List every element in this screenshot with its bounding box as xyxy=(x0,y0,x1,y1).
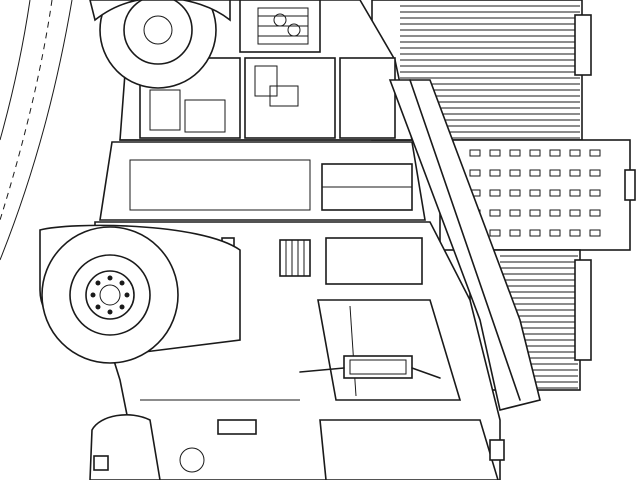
building-window xyxy=(489,229,501,237)
rear-wheel xyxy=(99,0,217,89)
fire-truck xyxy=(39,0,541,480)
building-window xyxy=(589,229,601,237)
road-lines xyxy=(0,0,73,261)
equipment-bay-middle xyxy=(244,57,336,139)
building-window xyxy=(489,169,501,177)
lug-nut xyxy=(124,292,130,298)
building-window xyxy=(489,209,501,217)
front-light xyxy=(179,447,205,473)
hose-coils xyxy=(257,7,309,45)
building-window xyxy=(549,189,561,197)
building-window xyxy=(589,189,601,197)
lug-nut xyxy=(90,292,96,298)
lug-nut xyxy=(107,275,113,281)
building-window xyxy=(569,229,581,237)
building-window xyxy=(569,169,581,177)
building-window xyxy=(589,209,601,217)
lug-nut xyxy=(95,304,101,310)
wheel-lug-nuts xyxy=(90,275,130,315)
equipment-bay-right xyxy=(339,57,396,139)
building-window xyxy=(549,209,561,217)
lug-nut xyxy=(95,280,101,286)
building-window xyxy=(589,149,601,157)
building-window xyxy=(529,229,541,237)
headlight xyxy=(93,455,109,471)
building-window xyxy=(589,169,601,177)
cab-vent-grille xyxy=(279,239,311,277)
ladder xyxy=(388,79,541,411)
building-window xyxy=(549,149,561,157)
building-window xyxy=(509,209,521,217)
building-window xyxy=(489,189,501,197)
door-handle xyxy=(217,419,257,435)
building-window xyxy=(469,149,481,157)
building-window xyxy=(529,169,541,177)
building-window xyxy=(469,169,481,177)
side-mirror xyxy=(299,355,441,379)
building-window xyxy=(509,229,521,237)
lug-nut xyxy=(119,280,125,286)
windshield xyxy=(319,419,499,480)
building-window xyxy=(509,149,521,157)
cab-rear-window xyxy=(325,237,423,285)
building-window xyxy=(489,149,501,157)
building-window xyxy=(549,229,561,237)
rear-fender xyxy=(89,0,231,22)
building-window xyxy=(529,189,541,197)
building-window xyxy=(569,149,581,157)
front-wheel xyxy=(41,226,179,364)
building-window xyxy=(509,189,521,197)
cab-roof-light xyxy=(489,439,505,461)
building-window xyxy=(529,149,541,157)
building-facade-stripes-top xyxy=(400,5,580,139)
building-window xyxy=(569,189,581,197)
lug-nut xyxy=(107,309,113,315)
lug-nut xyxy=(119,304,125,310)
building-window xyxy=(549,169,561,177)
building-window xyxy=(529,209,541,217)
building-window xyxy=(569,209,581,217)
building-window xyxy=(509,169,521,177)
